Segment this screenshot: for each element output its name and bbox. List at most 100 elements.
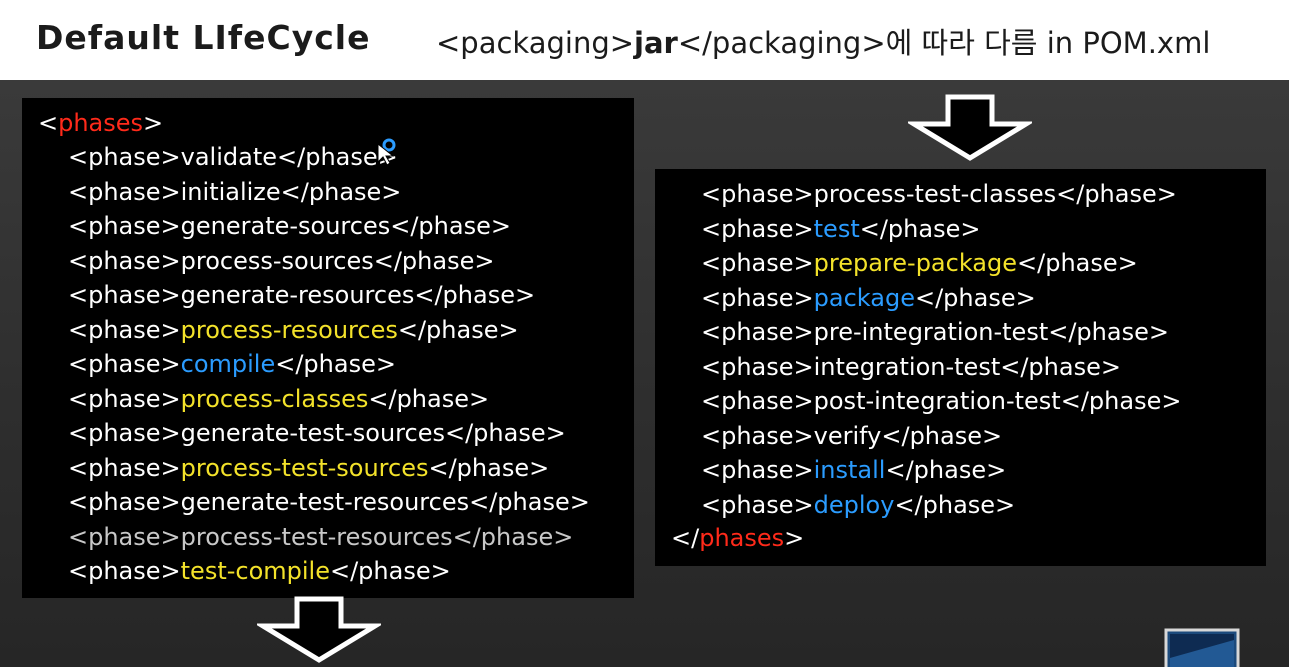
phase-close-tag: </phase>	[280, 177, 402, 206]
phase-line: <phase>initialize</phase>	[68, 177, 401, 207]
phase-open-tag: <phase>	[701, 180, 814, 208]
phase-close-tag: </phase>	[1000, 352, 1121, 381]
phases-close-lt: </	[671, 524, 700, 552]
phase-close-tag: </phase>	[469, 488, 590, 516]
phase-name: package	[813, 283, 915, 312]
phase-close-tag: </phase>	[1060, 387, 1182, 415]
phases-close-tag: </phases>	[671, 523, 804, 553]
phase-name: verify	[813, 421, 882, 450]
phase-open-tag: <phase>	[701, 318, 814, 346]
phase-open-tag: <phase>	[701, 283, 814, 312]
phase-open-tag: <phase>	[68, 212, 181, 240]
phase-open-tag: <phase>	[701, 352, 814, 381]
phase-name: process-test-resources	[180, 522, 453, 551]
subtitle-bold: jar	[634, 26, 678, 60]
phase-open-tag: <phase>	[701, 421, 814, 450]
phase-name: compile	[180, 350, 276, 378]
phase-line: <phase>generate-sources</phase>	[68, 211, 511, 241]
phase-name: validate	[180, 143, 278, 171]
phase-name: pre-integration-test	[813, 318, 1049, 346]
phase-name: process-test-classes	[813, 180, 1057, 208]
phase-line: <phase>test-compile</phase>	[68, 556, 451, 586]
phase-line: <phase>process-resources</phase>	[68, 315, 519, 345]
phase-close-tag: </phase>	[885, 456, 1007, 484]
phase-line: <phase>generate-resources</phase>	[68, 280, 535, 310]
phase-line: <phase>process-test-sources</phase>	[68, 453, 549, 483]
phase-line: <phase>pre-integration-test</phase>	[701, 317, 1169, 347]
phase-name: process-classes	[180, 384, 369, 413]
phase-name: generate-sources	[180, 212, 391, 240]
phase-close-tag: </phase>	[428, 453, 550, 482]
phase-name: process-resources	[180, 315, 398, 344]
phase-open-tag: <phase>	[68, 557, 181, 585]
phase-line: <phase>process-sources</phase>	[68, 246, 494, 276]
phase-open-tag: <phase>	[68, 281, 181, 309]
phase-open-tag: <phase>	[68, 143, 181, 171]
phase-line: <phase>validate</phase>	[68, 142, 398, 172]
slide-subtitle: <packaging>jar</packaging>에 따라 다름 in POM…	[436, 20, 1210, 62]
phase-name: prepare-package	[813, 249, 1018, 277]
phase-close-tag: </phase>	[444, 419, 566, 447]
phase-open-tag: <phase>	[68, 315, 181, 344]
phase-close-tag: </phase>	[373, 246, 495, 275]
phase-name: process-sources	[180, 246, 374, 275]
phase-name: generate-test-sources	[180, 419, 445, 447]
phase-line: <phase>compile</phase>	[68, 349, 396, 379]
phase-close-tag: </phase>	[275, 350, 396, 378]
phase-open-tag: <phase>	[68, 522, 181, 551]
phase-line: <phase>verify</phase>	[701, 421, 1002, 451]
down-arrow-icon	[908, 94, 1032, 161]
phases-close-name: phases	[699, 524, 785, 552]
phase-line: <phase>test</phase>	[701, 214, 980, 244]
phase-name: post-integration-test	[813, 387, 1061, 415]
phase-close-tag: </phase>	[452, 522, 574, 551]
phase-close-tag: </phase>	[894, 490, 1016, 519]
phases-close-gt: >	[784, 524, 805, 552]
phase-line: <phase>prepare-package</phase>	[701, 248, 1138, 278]
phase-open-tag: <phase>	[68, 350, 181, 378]
phase-name: test-compile	[180, 557, 330, 585]
phase-open-tag: <phase>	[701, 249, 814, 277]
phase-open-tag: <phase>	[701, 387, 814, 415]
phase-close-tag: </phase>	[881, 421, 1003, 450]
phase-name: test	[813, 214, 860, 243]
phase-open-tag: <phase>	[68, 384, 181, 413]
phase-open-tag: <phase>	[701, 490, 814, 519]
phase-line: <phase>generate-test-sources</phase>	[68, 418, 566, 448]
phase-line: <phase>process-test-classes</phase>	[701, 179, 1177, 209]
slide-title: Default LIfeCycle	[36, 18, 371, 57]
phase-line: <phase>package</phase>	[701, 283, 1036, 313]
code-panel-right: <phase>process-test-classes</phase><phas…	[655, 169, 1266, 566]
phase-line: <phase>process-test-resources</phase>	[68, 522, 573, 552]
phase-name: install	[813, 456, 886, 484]
phase-open-tag: <phase>	[68, 488, 181, 516]
phase-line: <phase>install</phase>	[701, 455, 1006, 485]
phase-close-tag: </phase>	[1017, 249, 1138, 277]
phase-open-tag: <phase>	[701, 214, 814, 243]
phase-line: <phase>post-integration-test</phase>	[701, 386, 1181, 416]
phase-close-tag: </phase>	[397, 315, 519, 344]
phases-open-tag: <phases>	[38, 108, 163, 138]
phase-name: generate-resources	[180, 281, 415, 309]
phase-open-tag: <phase>	[701, 456, 814, 484]
phases-open-name: phases	[58, 109, 144, 137]
phase-line: <phase>process-classes</phase>	[68, 384, 489, 414]
phase-name: process-test-sources	[180, 453, 429, 482]
cursor-pointer-icon	[377, 138, 396, 166]
phase-name: initialize	[180, 177, 281, 206]
phase-close-tag: </phase>	[1048, 318, 1169, 346]
phase-close-tag: </phase>	[390, 212, 511, 240]
phases-open-lt: <	[38, 109, 59, 137]
phase-close-tag: </phase>	[914, 283, 1036, 312]
phase-open-tag: <phase>	[68, 177, 181, 206]
phase-open-tag: <phase>	[68, 419, 181, 447]
phase-close-tag: </phase>	[1056, 180, 1177, 208]
phase-line: <phase>generate-test-resources</phase>	[68, 487, 590, 517]
phases-open-gt: >	[143, 109, 164, 137]
phase-close-tag: </phase>	[368, 384, 490, 413]
phase-line: <phase>integration-test</phase>	[701, 352, 1121, 382]
phase-name: deploy	[813, 490, 895, 519]
subtitle-prefix: <packaging>	[436, 26, 635, 60]
phase-close-tag: </phase>	[329, 557, 451, 585]
code-panel-left: <phases> <phase>validate</phase><phase>i…	[22, 98, 634, 598]
